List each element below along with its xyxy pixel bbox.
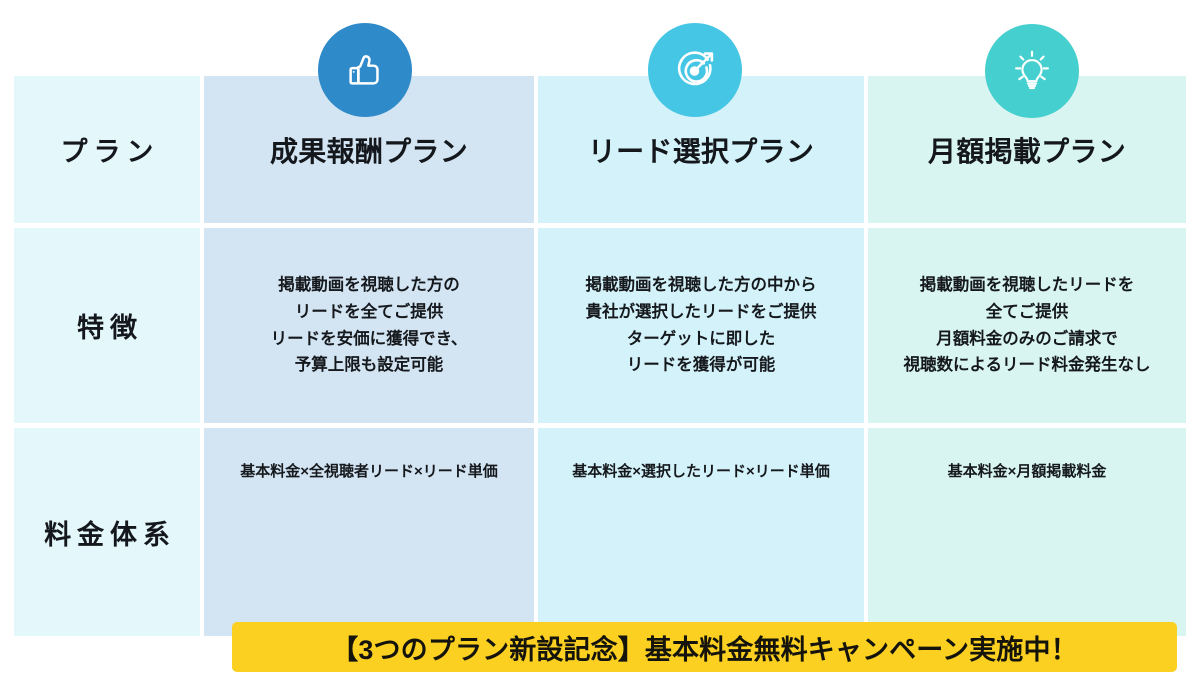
plan-title-cell-monthly: 月額掲載プラン [868, 76, 1186, 223]
pricing-formula-performance: 基本料金×全視聴者リード×リード単価 [240, 463, 498, 480]
feature-text-monthly: 掲載動画を視聴したリードを 全てご提供 月額料金のみのご請求で 視聴数によるリー… [903, 276, 1151, 375]
feature-cell-performance: 掲載動画を視聴した方の リードを全てご提供 リードを安価に獲得でき、 予算上限も… [204, 228, 534, 423]
feature-text-performance: 掲載動画を視聴した方の リードを全てご提供 リードを安価に獲得でき、 予算上限も… [270, 276, 468, 375]
plan-column-band-performance [204, 76, 534, 636]
campaign-banner-text: 【3つのプラン新設記念】基本料金無料キャンペーン実施中！ [331, 634, 1078, 665]
lightbulb-icon [985, 24, 1079, 118]
thumbs-up-icon [318, 23, 412, 117]
pricing-formula-lead-select: 基本料金×選択したリード×リード単価 [572, 463, 830, 480]
row-separator-2 [14, 423, 1186, 428]
row-label-pricing-text: 料金体系 [44, 519, 176, 550]
row-label-feature-text: 特徴 [77, 313, 143, 343]
pricing-formula-monthly: 基本料金×月額掲載料金 [947, 463, 1107, 480]
plan-column-band-lead-select [538, 76, 864, 636]
plan-title-monthly: 月額掲載プラン [928, 135, 1126, 167]
row-label-plan: プラン [14, 76, 200, 223]
campaign-banner: 【3つのプラン新設記念】基本料金無料キャンペーン実施中！ [232, 622, 1177, 672]
feature-text-lead-select: 掲載動画を視聴した方の中から 貴社が選択したリードをご提供 ターゲットに即した … [585, 276, 817, 375]
row-label-plan-text: プラン [60, 137, 160, 167]
row-label-column-band [14, 76, 200, 636]
target-arrow-icon [648, 23, 742, 117]
plan-title-cell-lead-select: リード選択プラン [538, 76, 864, 223]
plan-title-cell-performance: 成果報酬プラン [204, 76, 534, 223]
plan-column-band-monthly [868, 76, 1186, 636]
pricing-cell-monthly: 基本料金×月額掲載料金 [868, 428, 1186, 513]
pricing-cell-performance: 基本料金×全視聴者リード×リード単価 [204, 428, 534, 513]
plan-comparison-table: プラン 成果報酬プラン リード選択プラン 月額掲載プラン 特徴 掲載動画を視聴し… [14, 76, 1186, 672]
feature-cell-lead-select: 掲載動画を視聴した方の中から 貴社が選択したリードをご提供 ターゲットに即した … [538, 228, 864, 423]
pricing-cell-lead-select: 基本料金×選択したリード×リード単価 [538, 428, 864, 513]
row-label-pricing: 料金体系 [14, 428, 200, 636]
row-separator-1 [14, 223, 1186, 228]
plan-title-performance: 成果報酬プラン [270, 135, 468, 167]
plan-title-lead-select: リード選択プラン [587, 135, 815, 167]
row-label-feature: 特徴 [14, 228, 200, 423]
feature-cell-monthly: 掲載動画を視聴したリードを 全てご提供 月額料金のみのご請求で 視聴数によるリー… [868, 228, 1186, 423]
